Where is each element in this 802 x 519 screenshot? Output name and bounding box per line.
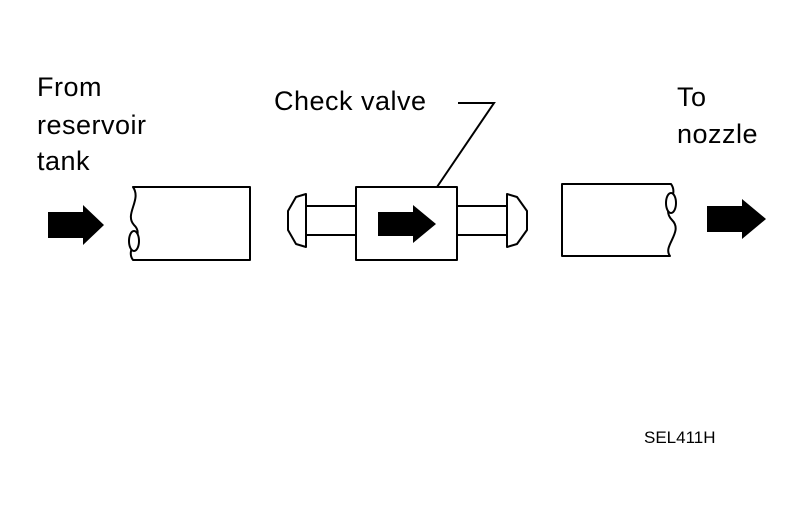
inlet-label-line1: From [37,72,102,102]
outlet-label-line2: nozzle [677,119,758,149]
outlet-label-line1: To [677,82,707,112]
inlet-label-line2: reservoir [37,110,147,140]
inlet-label-line3: tank [37,146,90,176]
valve-flow-arrow-icon [378,205,436,243]
outflow-arrow-icon [707,199,766,239]
inflow-arrow-icon [48,205,104,245]
figure-code: SEL411H [644,428,716,447]
check-valve-leader-line [436,102,496,188]
inlet-hose [128,186,251,261]
outlet-hose [561,183,677,257]
check-valve-label: Check valve [274,86,427,116]
check-valve [287,186,528,261]
